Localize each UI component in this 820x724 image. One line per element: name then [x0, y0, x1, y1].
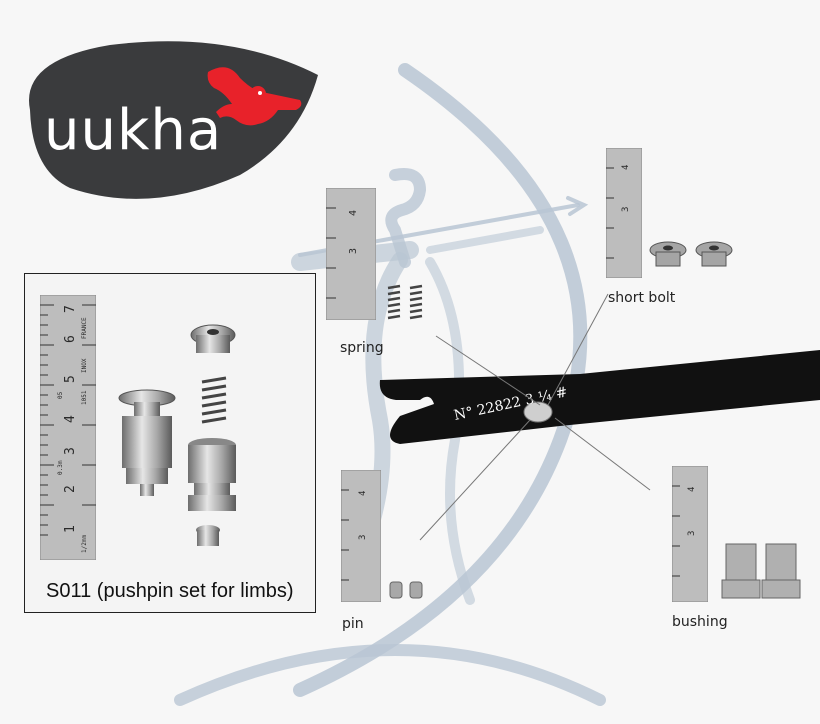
pin-icon	[196, 525, 220, 546]
brand-logo	[29, 41, 318, 199]
label-short-bolt: short bolt	[608, 290, 676, 306]
ruler-number: 3	[348, 248, 359, 254]
label-pin: pin	[342, 616, 364, 632]
brand-name: uukha	[44, 98, 223, 163]
pushpin-assembled	[118, 389, 176, 496]
label-spring: spring	[340, 340, 384, 356]
bushing-icon	[188, 438, 236, 511]
ruler-number: 4	[63, 415, 78, 423]
ruler-number: 4	[621, 165, 631, 170]
spring-pair	[387, 284, 423, 320]
ruler-number: 5	[63, 375, 78, 383]
ruler-mark: 0.3m	[57, 460, 64, 475]
ruler-mark: 1051	[81, 390, 88, 405]
ruler-number: 1	[63, 525, 78, 533]
bushing-pair	[721, 543, 801, 599]
short-bolt-pair	[649, 241, 733, 267]
spring-icon	[201, 376, 227, 424]
pin-pair	[389, 581, 423, 599]
ruler-icon: 4 3	[341, 470, 381, 602]
ruler-number: 4	[348, 210, 359, 216]
ruler-number: 3	[358, 535, 368, 540]
pushpin-assembly	[118, 324, 236, 546]
label-bushing: bushing	[672, 614, 728, 630]
bolt-icon	[190, 324, 236, 353]
kit-caption: S011 (pushpin set for limbs)	[46, 580, 294, 602]
ruler-number: 3	[687, 531, 697, 536]
ruler-mark: FRANCE	[81, 317, 88, 339]
ruler-number: 6	[63, 335, 78, 343]
ruler-number: 3	[63, 447, 78, 455]
ruler-mark: 1/2mm	[81, 535, 88, 553]
ruler-number: 4	[358, 491, 368, 496]
ruler-icon: 4 3	[672, 466, 708, 602]
ruler-icon: 4 3	[326, 188, 376, 320]
bow-limb: N° 22822 3 ¼ #	[379, 350, 820, 444]
ruler-icon: 4 3	[606, 148, 642, 278]
ruler-mark: 05	[57, 391, 64, 399]
ruler-icon: 7 6 5 4 3 2 1 FRANCE INOX 1051 05 1/2mm …	[40, 295, 96, 560]
ruler-number: 4	[687, 487, 697, 492]
ruler-mark: INOX	[81, 358, 88, 373]
flying-squirrel-icon	[207, 67, 302, 126]
ruler-number: 3	[621, 207, 631, 212]
ruler-number: 2	[63, 485, 78, 493]
ruler-number: 7	[63, 305, 78, 313]
